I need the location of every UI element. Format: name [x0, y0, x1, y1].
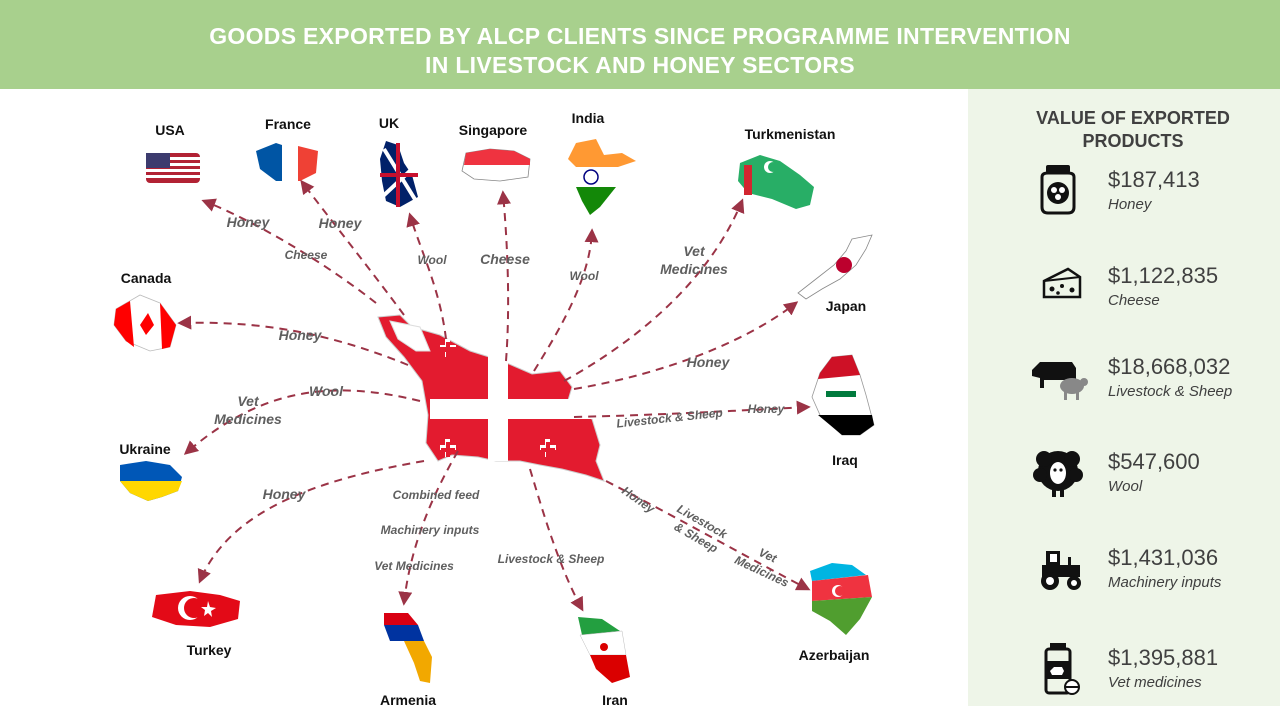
country-iran: Iran: [602, 692, 628, 708]
stat-machinery: $1,431,036 Machinery inputs: [968, 541, 1280, 601]
country-france: France: [265, 116, 311, 132]
country-uk: UK: [379, 115, 399, 131]
goods-usa-cheese: Cheese: [285, 248, 328, 262]
panel-title: VALUE OF EXPORTED PRODUCTS: [988, 107, 1278, 153]
stat-vet: $1,395,881 Vet medicines: [968, 641, 1280, 701]
india-flag: [568, 139, 636, 215]
goods-canada-honey: Honey: [279, 327, 323, 343]
arrow-india: [533, 228, 599, 372]
country-armenia: Armenia: [380, 692, 436, 708]
arrow-japan: [573, 301, 799, 390]
goods-armenia-vet: Vet Medicines: [374, 559, 454, 573]
japan-flag: [797, 234, 873, 300]
stat-machinery-value: $1,431,036: [1108, 545, 1219, 570]
panel-title-line1: VALUE OF EXPORTED: [1036, 108, 1230, 128]
header-title-line2: IN LIVESTOCK AND HONEY SECTORS: [425, 52, 855, 78]
country-japan: Japan: [826, 298, 866, 314]
country-usa: USA: [155, 122, 185, 138]
iran-flag: [578, 617, 630, 683]
honey-jar-icon: [1040, 165, 1076, 215]
country-ukraine: Ukraine: [119, 441, 171, 457]
stat-cheese-label: Cheese: [1108, 292, 1160, 309]
stat-livestock-label: Livestock & Sheep: [1108, 383, 1233, 400]
turkey-flag: [152, 591, 240, 627]
canada-flag: [113, 294, 177, 352]
cheese-icon: [1042, 267, 1082, 299]
stat-wool-value: $547,600: [1108, 449, 1200, 474]
goods-turkey-honey: Honey: [263, 486, 307, 502]
stat-vet-value: $1,395,881: [1108, 645, 1219, 670]
country-turkey: Turkey: [187, 642, 232, 658]
stat-wool: $547,600 Wool: [968, 445, 1280, 505]
arrow-ukraine: [183, 389, 421, 455]
value-panel: VALUE OF EXPORTED PRODUCTS $187,413 Hone…: [968, 89, 1280, 706]
stat-honey-value: $187,413: [1108, 167, 1200, 192]
goods-india-wool: Wool: [569, 269, 599, 283]
goods-turkmenistan-vet-line2: Medicines: [660, 261, 728, 277]
export-map: USA France UK Singapore India Turkmenist…: [113, 110, 875, 708]
goods-armenia-feed: Combined feed: [393, 488, 480, 502]
usa-flag: [146, 153, 200, 183]
france-flag: [256, 143, 318, 181]
goods-iran-livestock: Livestock & Sheep: [498, 552, 605, 566]
ukraine-flag: [120, 461, 182, 501]
medicine-bottle-icon: [1044, 643, 1080, 695]
arrow-canada: [177, 315, 409, 366]
arrow-iraq: [573, 400, 811, 418]
export-arrows: [177, 179, 811, 612]
arrow-azerbaijan: [605, 480, 811, 591]
armenia-flag: [384, 613, 432, 683]
tractor-icon: [1041, 551, 1081, 590]
stat-livestock-value: $18,668,032: [1108, 354, 1231, 379]
country-singapore: Singapore: [459, 122, 528, 138]
goods-azerbaijan-honey: Honey: [619, 483, 658, 516]
goods-turkmenistan-vet-line1: Vet: [683, 243, 706, 259]
goods-uk-wool: Wool: [417, 253, 447, 267]
goods-japan-honey: Honey: [687, 354, 731, 370]
country-iraq: Iraq: [832, 452, 858, 468]
goods-ukraine-vet-line2: Medicines: [214, 411, 282, 427]
country-azerbaijan: Azerbaijan: [799, 647, 870, 663]
singapore-flag: [461, 148, 531, 182]
stat-machinery-label: Machinery inputs: [1108, 574, 1222, 591]
cow-sheep-icon: [1032, 362, 1088, 400]
stat-honey: $187,413 Honey: [968, 163, 1280, 223]
uk-flag: [380, 141, 418, 207]
goods-ukraine-vet-line1: Vet: [237, 393, 260, 409]
arrow-uk: [406, 212, 447, 340]
stat-cheese: $1,122,835 Cheese: [968, 259, 1280, 319]
turkmenistan-flag: [738, 155, 814, 209]
arrow-turkmenistan: [563, 198, 745, 382]
country-turkmenistan: Turkmenistan: [745, 126, 836, 142]
header-title-line1: GOODS EXPORTED BY ALCP CLIENTS SINCE PRO…: [209, 23, 1071, 49]
arrow-iran: [529, 468, 584, 612]
stat-wool-label: Wool: [1108, 478, 1143, 495]
azerbaijan-flag: [810, 563, 872, 635]
goods-armenia-machinery: Machinery inputs: [381, 523, 480, 537]
arrow-turkey: [197, 460, 425, 584]
goods-iraq-honey: Honey: [748, 402, 786, 416]
stat-honey-label: Honey: [1108, 196, 1152, 213]
goods-singapore-cheese: Cheese: [480, 251, 530, 267]
stat-livestock: $18,668,032 Livestock & Sheep: [968, 350, 1280, 410]
panel-title-line2: PRODUCTS: [1082, 131, 1184, 151]
stat-vet-label: Vet medicines: [1108, 674, 1202, 691]
goods-usa-honey: Honey: [227, 214, 271, 230]
goods-iraq-livestock: Livestock & Sheep: [616, 405, 724, 430]
country-india: India: [572, 110, 605, 126]
georgia-map: [377, 314, 605, 482]
goods-france-honey: Honey: [319, 215, 363, 231]
country-canada: Canada: [121, 270, 172, 286]
arrow-singapore: [497, 190, 511, 362]
arrow-armenia: [398, 450, 459, 606]
header-banner: GOODS EXPORTED BY ALCP CLIENTS SINCE PRO…: [0, 0, 1280, 89]
stat-cheese-value: $1,122,835: [1108, 263, 1219, 288]
arrow-france: [300, 179, 405, 316]
sheep-wool-icon: [1033, 451, 1083, 497]
iraq-flag: [811, 354, 875, 436]
goods-ukraine-wool: Wool: [309, 383, 344, 399]
